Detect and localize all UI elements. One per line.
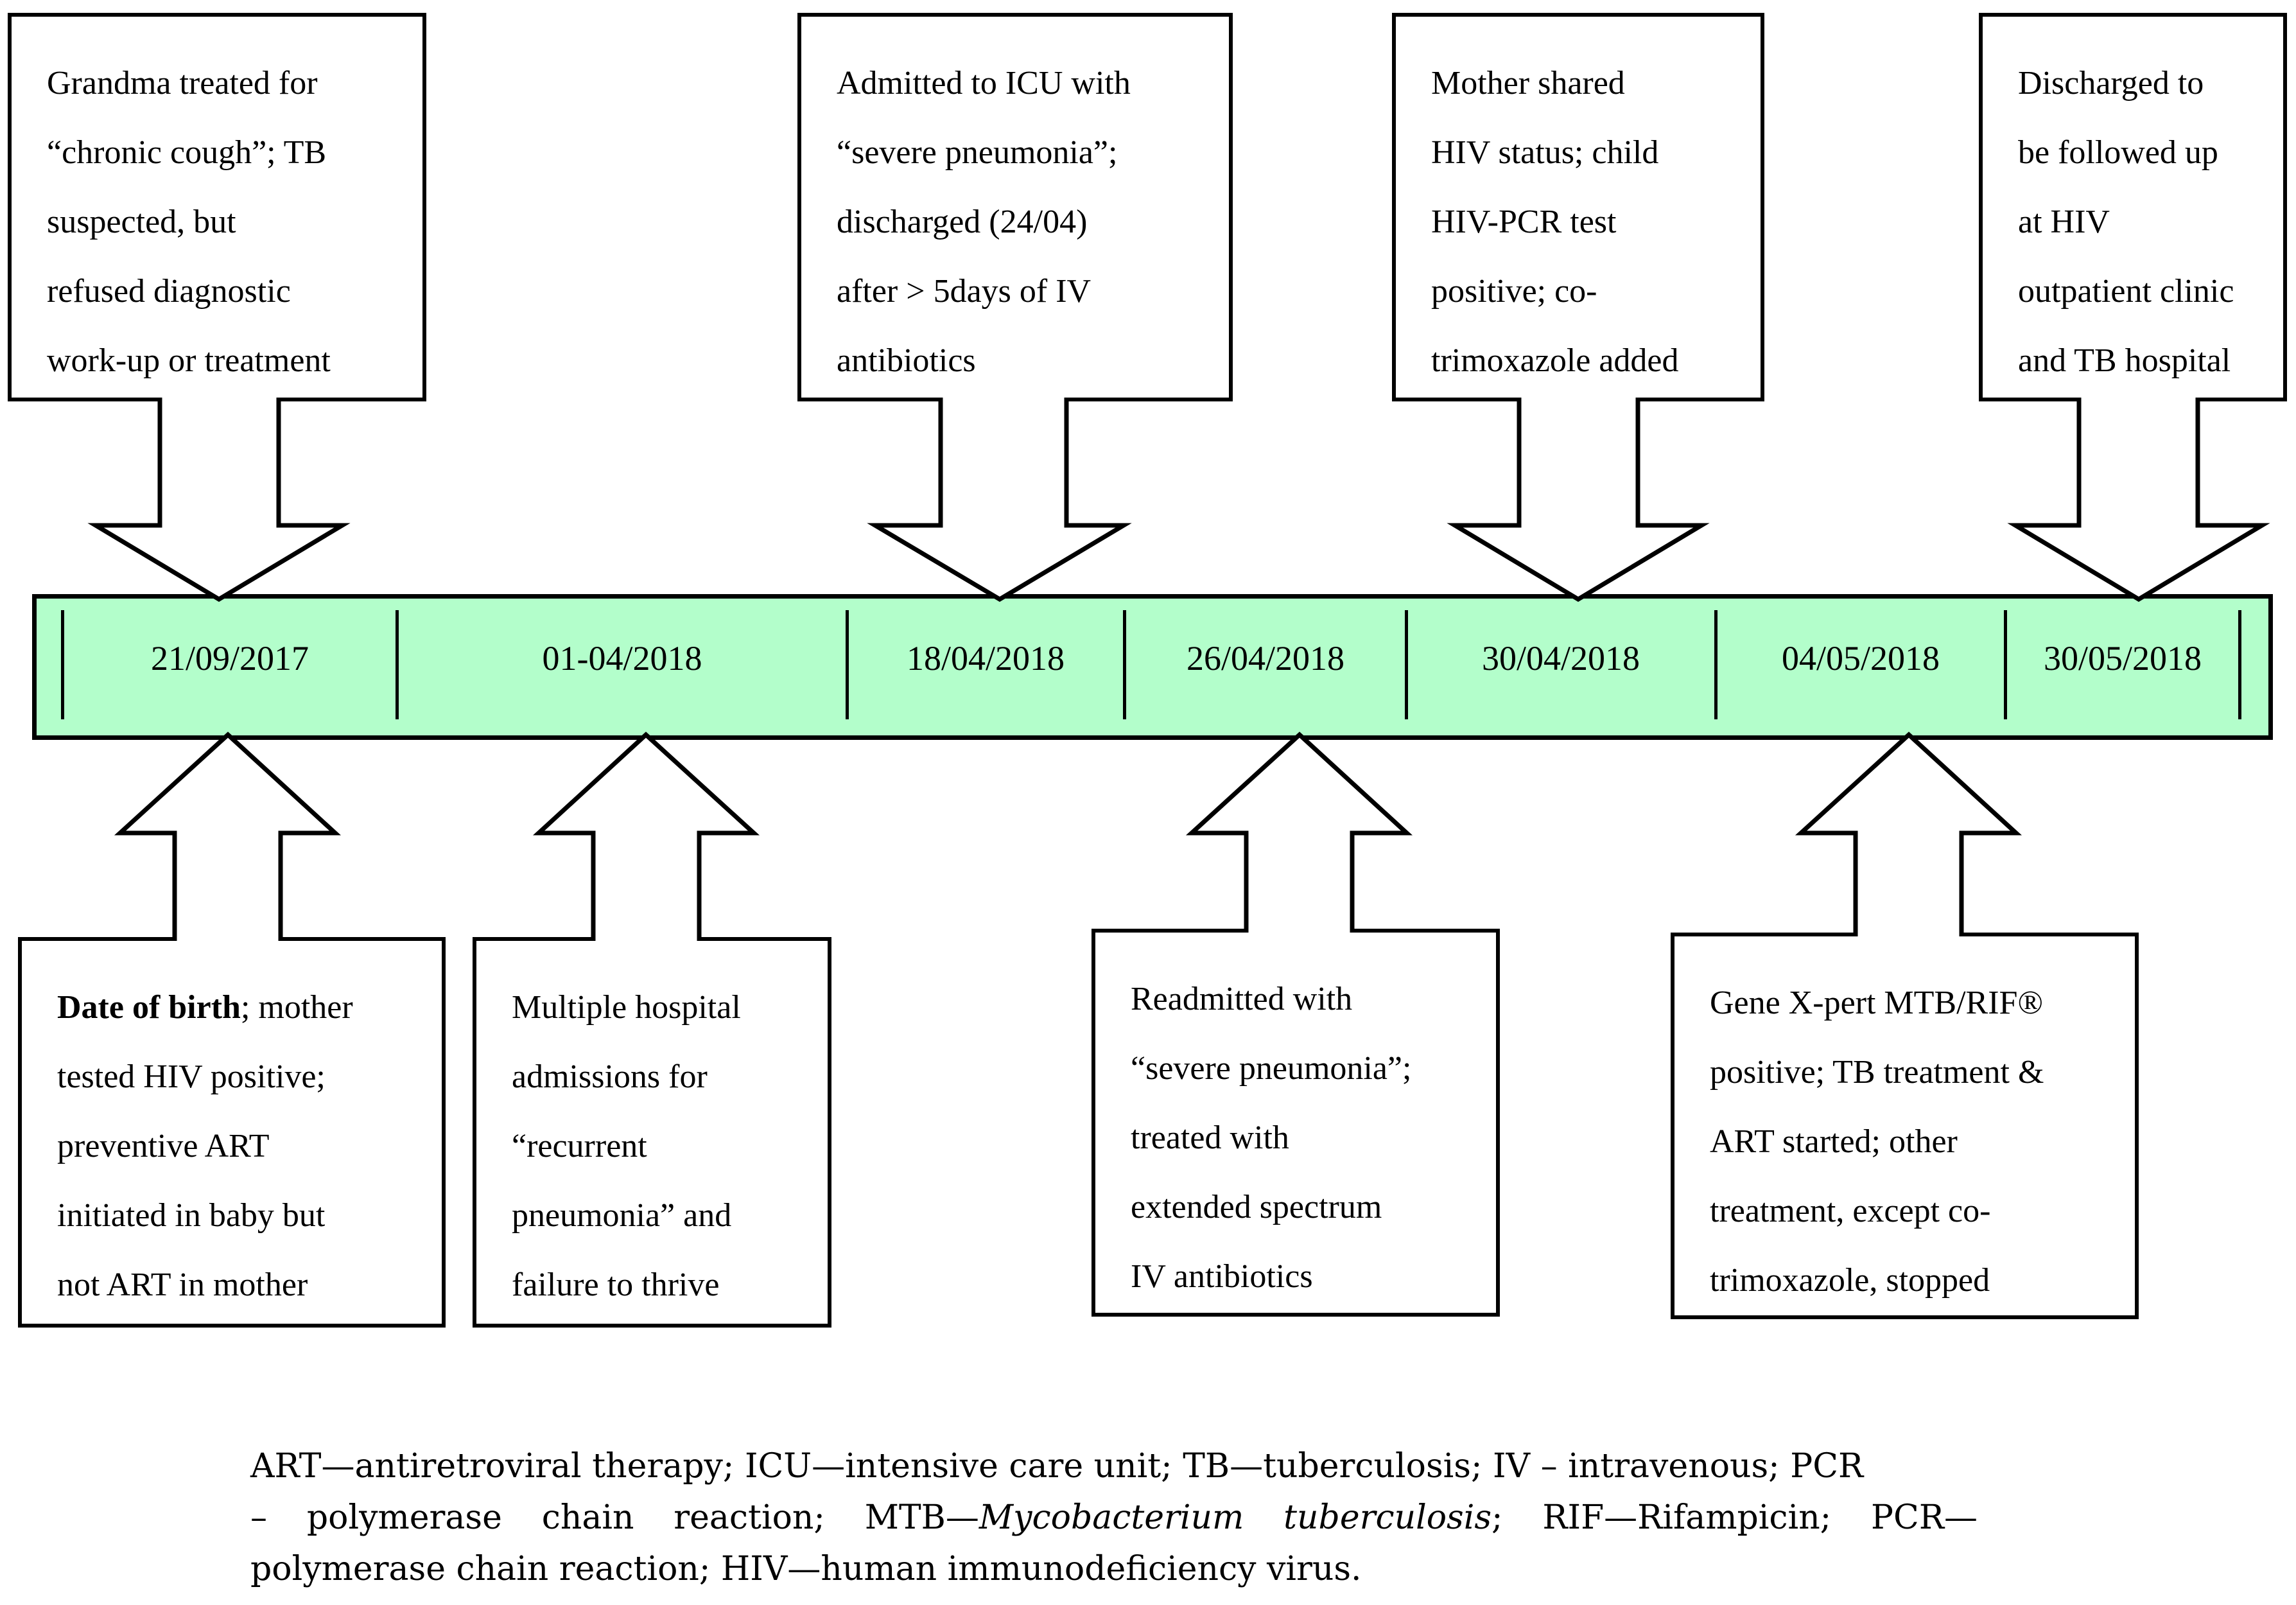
box-text-line: treated with <box>1131 1119 1289 1156</box>
timeline-tick <box>1714 610 1718 719</box>
box-text-line: preventive ART <box>57 1128 270 1164</box>
legend-line: polymerase chain reaction; HIV—human imm… <box>250 1550 1362 1588</box>
box-text-line: Discharged to <box>2018 65 2204 101</box>
box-text-line: trimoxazole, stopped <box>1710 1262 1990 1299</box>
down-arrow-icon <box>1447 398 1710 602</box>
box-text-line: HIV-PCR test <box>1431 204 1617 240</box>
box-text-line: “chronic cough”; TB <box>47 134 327 171</box>
timeline-bar: 21/09/2017 01-04/2018 18/04/2018 26/04/2… <box>32 594 2273 740</box>
box-text-line: and TB hospital <box>2018 342 2231 379</box>
box-text-line: outpatient clinic <box>2018 273 2234 310</box>
down-arrow-icon <box>867 398 1132 602</box>
box-text-line: suspected, but <box>47 204 236 240</box>
box-text-line: “severe pneumonia”; <box>837 134 1118 171</box>
timeline-tick <box>846 610 849 719</box>
box-text-line: “severe pneumonia”; <box>1131 1050 1412 1087</box>
box-text-line: Admitted to ICU with <box>837 65 1131 101</box>
legend-text: ; RIF—Rifampicin; PCR— <box>1492 1498 1978 1537</box>
box-text-line: work-up or treatment <box>47 342 331 379</box>
timeline-date: 26/04/2018 <box>1186 639 1344 678</box>
regular-text: ; mother <box>240 989 353 1026</box>
event-box-icu-admission: Admitted to ICU with “severe pneumonia”;… <box>797 13 1233 401</box>
box-text-line: Multiple hospital <box>512 989 741 1026</box>
event-box-discharge-followup: Discharged to be followed up at HIV outp… <box>1979 13 2287 401</box>
box-text-line: at HIV <box>2018 204 2110 240</box>
box-text-line: IV antibiotics <box>1131 1258 1313 1295</box>
event-box-recurrent-pneumonia: Multiple hospital admissions for “recurr… <box>473 937 831 1328</box>
legend-line: – polymerase chain reaction; MTB—Mycobac… <box>250 1492 1978 1543</box>
event-box-readmission: Readmitted with “severe pneumonia”; trea… <box>1091 929 1500 1317</box>
box-text-line: Readmitted with <box>1131 981 1353 1017</box>
timeline-tick <box>1405 610 1408 719</box>
timeline-date: 30/05/2018 <box>2043 639 2202 678</box>
legend-text: – polymerase chain reaction; MTB— <box>250 1498 979 1537</box>
box-text-line: Grandma treated for <box>47 65 318 101</box>
timeline-date: 04/05/2018 <box>1781 639 1940 678</box>
event-box-grandma-tb: Grandma treated for “chronic cough”; TB … <box>8 13 426 401</box>
box-text-line: “recurrent <box>512 1128 647 1164</box>
timeline-date: 30/04/2018 <box>1481 639 1640 678</box>
event-box-hiv-status: Mother shared HIV status; child HIV-PCR … <box>1392 13 1764 401</box>
timeline-date: 21/09/2017 <box>150 639 309 678</box>
box-text-line: refused diagnostic <box>47 273 291 310</box>
box-text-line: trimoxazole added <box>1431 342 1679 379</box>
timeline-tick <box>61 610 64 719</box>
box-text-line: after > 5days of IV <box>837 273 1091 310</box>
abbreviation-legend: ART—antiretroviral therapy; ICU—intensiv… <box>250 1441 1978 1595</box>
box-text-line: failure to thrive <box>512 1267 720 1303</box>
event-box-genexpert: Gene X-pert MTB/RIF® positive; TB treatm… <box>1671 933 2139 1319</box>
legend-line: ART—antiretroviral therapy; ICU—intensiv… <box>250 1447 1864 1486</box>
timeline-date: 01-04/2018 <box>542 639 702 678</box>
event-box-birth: Date of birth; mother tested HIV positiv… <box>18 937 446 1328</box>
box-text-line: HIV status; child <box>1431 134 1659 171</box>
box-text-line: admissions for <box>512 1058 708 1095</box>
box-text-line: positive; co- <box>1431 273 1597 310</box>
box-text-line: Mother shared <box>1431 65 1625 101</box>
timeline-tick <box>396 610 399 719</box>
timeline-tick <box>2004 610 2007 719</box>
up-arrow-icon <box>1185 732 1413 933</box>
box-text-line: positive; TB treatment & <box>1710 1054 2044 1091</box>
box-text-line: not ART in mother <box>57 1267 308 1303</box>
up-arrow-icon <box>1795 732 2022 936</box>
up-arrow-icon <box>532 732 760 941</box>
box-text-line: Gene X-pert MTB/RIF® <box>1710 985 2043 1021</box>
box-text-line: initiated in baby but <box>57 1197 326 1234</box>
timeline-date: 18/04/2018 <box>906 639 1065 678</box>
box-text-line: extended spectrum <box>1131 1189 1382 1225</box>
box-text-line: antibiotics <box>837 342 976 379</box>
box-text-line: pneumonia” and <box>512 1197 732 1234</box>
box-text-line: tested HIV positive; <box>57 1058 326 1095</box>
up-arrow-icon <box>114 732 342 941</box>
box-text-line: ART started; other <box>1710 1123 1958 1160</box>
box-text-line: discharged (24/04) <box>837 204 1088 240</box>
timeline-tick <box>1123 610 1126 719</box>
bold-text: Date of birth <box>57 989 241 1026</box>
down-arrow-icon <box>87 398 351 602</box>
box-text-line: treatment, except co- <box>1710 1193 1991 1229</box>
legend-italic-species: Mycobacterium tuberculosis <box>978 1498 1492 1537</box>
box-text-line: be followed up <box>2018 134 2218 171</box>
timeline-tick <box>2238 610 2241 719</box>
box-text-line: Date of birth; mother <box>57 973 435 1042</box>
down-arrow-icon <box>2007 398 2270 602</box>
